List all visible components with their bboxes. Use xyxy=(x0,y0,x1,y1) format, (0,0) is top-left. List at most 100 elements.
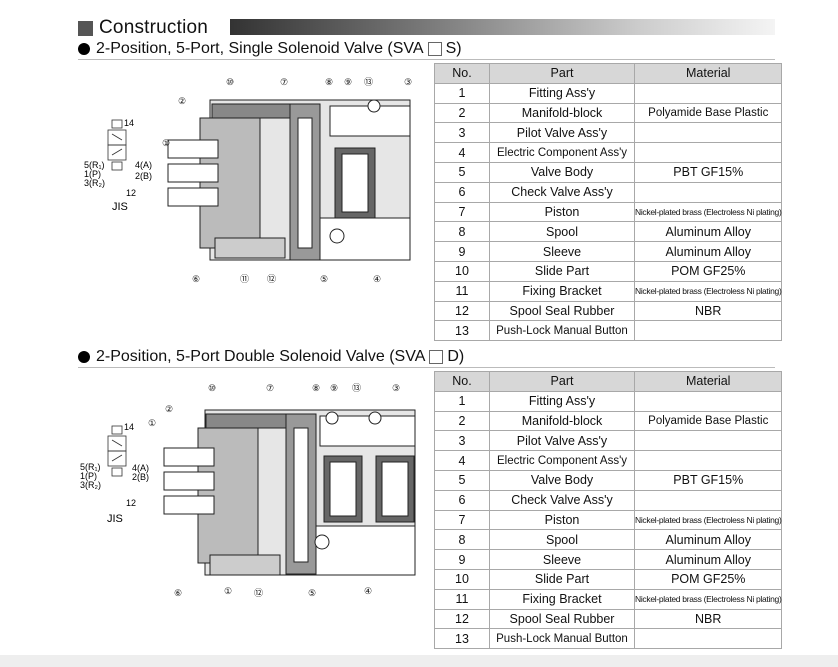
valve-cross-section xyxy=(167,99,411,261)
part-number-cell: 10 xyxy=(434,568,490,590)
material-cell xyxy=(633,430,783,452)
material-cell: Aluminum Alloy xyxy=(633,529,783,551)
valve-cross-section xyxy=(163,409,416,576)
material-cell: NBR xyxy=(633,608,783,630)
callout-10: ⑩ xyxy=(226,77,234,87)
jis-symbol xyxy=(107,425,127,477)
part-name-cell: Valve Body xyxy=(489,469,635,491)
part-number-cell: 8 xyxy=(434,529,490,551)
material-cell xyxy=(633,181,783,203)
double-solenoid-diagram: 14 5(R₁) 1(P) 3(R₂) 4(A) 2(B) 12 JIS ⑩ ②… xyxy=(80,383,416,598)
part-number-cell: 2 xyxy=(434,102,490,124)
port-3-label: 3(R₂) xyxy=(84,178,105,188)
part-name-cell: Check Valve Ass'y xyxy=(489,489,635,511)
part-name-cell: Slide Part xyxy=(489,260,635,282)
jis-label: JIS xyxy=(112,201,128,213)
material-cell: Aluminum Alloy xyxy=(633,549,783,570)
material-cell xyxy=(633,390,783,412)
column-header: Part xyxy=(489,371,635,392)
title-text: 2-Position, 5-Port Double Solenoid Valve… xyxy=(96,348,426,365)
material-cell: POM GF25% xyxy=(633,568,783,590)
part-name-cell: Electric Component Ass'y xyxy=(489,450,635,471)
port-12-label: 12 xyxy=(126,498,136,508)
part-number-cell: 1 xyxy=(434,390,490,412)
material-cell xyxy=(633,628,783,650)
material-cell: Nickel-plated brass (Electroless Ni plat… xyxy=(633,280,783,302)
callout-13: ⑬ xyxy=(352,383,361,393)
callout-3: ③ xyxy=(392,383,400,393)
callout-2: ② xyxy=(178,96,186,106)
part-number-cell: 13 xyxy=(434,320,490,342)
callout-6: ⑥ xyxy=(192,274,200,284)
part-number-cell: 6 xyxy=(434,181,490,203)
section-title: Construction xyxy=(99,17,209,38)
callout-1: ① xyxy=(162,138,170,148)
material-cell xyxy=(633,82,783,104)
column-header: No. xyxy=(434,371,490,392)
part-number-cell: 7 xyxy=(434,201,490,223)
port-5-label: 5(R₁) xyxy=(80,462,101,472)
callout-4: ④ xyxy=(364,586,372,596)
part-number-cell: 7 xyxy=(434,509,490,531)
section-header: Construction xyxy=(78,17,209,38)
title-text: 2-Position, 5-Port, Single Solenoid Valv… xyxy=(96,40,424,57)
part-name-cell: Piston xyxy=(489,509,635,531)
part-name-cell: Valve Body xyxy=(489,161,635,183)
callout-7: ⑦ xyxy=(280,77,288,87)
part-number-cell: 5 xyxy=(434,469,490,491)
bullet-icon xyxy=(78,351,90,363)
part-number-cell: 2 xyxy=(434,410,490,432)
port-12-label: 12 xyxy=(126,188,136,198)
part-name-cell: Check Valve Ass'y xyxy=(489,181,635,203)
part-number-cell: 9 xyxy=(434,241,490,262)
part-number-cell: 9 xyxy=(434,549,490,570)
part-name-cell: Electric Component Ass'y xyxy=(489,142,635,163)
material-cell: Aluminum Alloy xyxy=(633,241,783,262)
placeholder-box-icon xyxy=(429,350,444,364)
column-header: Material xyxy=(633,371,783,392)
part-number-cell: 13 xyxy=(434,628,490,650)
column-header: Part xyxy=(489,63,635,84)
callout-11: ⑪ xyxy=(240,274,249,284)
port-1-label: 1(P) xyxy=(80,471,97,481)
material-cell xyxy=(633,142,783,163)
port-2-label: 2(B) xyxy=(135,171,152,181)
double-solenoid-title: 2-Position, 5-Port Double Solenoid Valve… xyxy=(78,348,464,366)
material-cell xyxy=(633,122,783,144)
callout-1-bottom: ① xyxy=(224,586,232,596)
port-5-label: 5(R₁) xyxy=(84,160,105,170)
part-number-cell: 3 xyxy=(434,430,490,452)
part-name-cell: Fixing Bracket xyxy=(489,588,635,610)
callout-6: ⑥ xyxy=(174,588,182,598)
material-cell: Aluminum Alloy xyxy=(633,221,783,243)
material-cell: Nickel-plated brass (Electroless Ni plat… xyxy=(633,588,783,610)
divider xyxy=(78,59,775,60)
part-number-cell: 12 xyxy=(434,300,490,322)
part-number-cell: 5 xyxy=(434,161,490,183)
callout-9: ⑨ xyxy=(330,383,338,393)
callout-8: ⑧ xyxy=(312,383,320,393)
part-name-cell: Sleeve xyxy=(489,241,635,262)
callout-12: ⑫ xyxy=(267,274,276,284)
callout-9: ⑨ xyxy=(344,77,352,87)
material-cell: Polyamide Base Plastic xyxy=(633,410,783,432)
port-4-label: 4(A) xyxy=(135,160,152,170)
callout-13: ⑬ xyxy=(364,77,373,87)
port-14-label: 14 xyxy=(124,118,134,128)
part-name-cell: Manifold-block xyxy=(489,102,635,124)
material-cell xyxy=(633,320,783,342)
